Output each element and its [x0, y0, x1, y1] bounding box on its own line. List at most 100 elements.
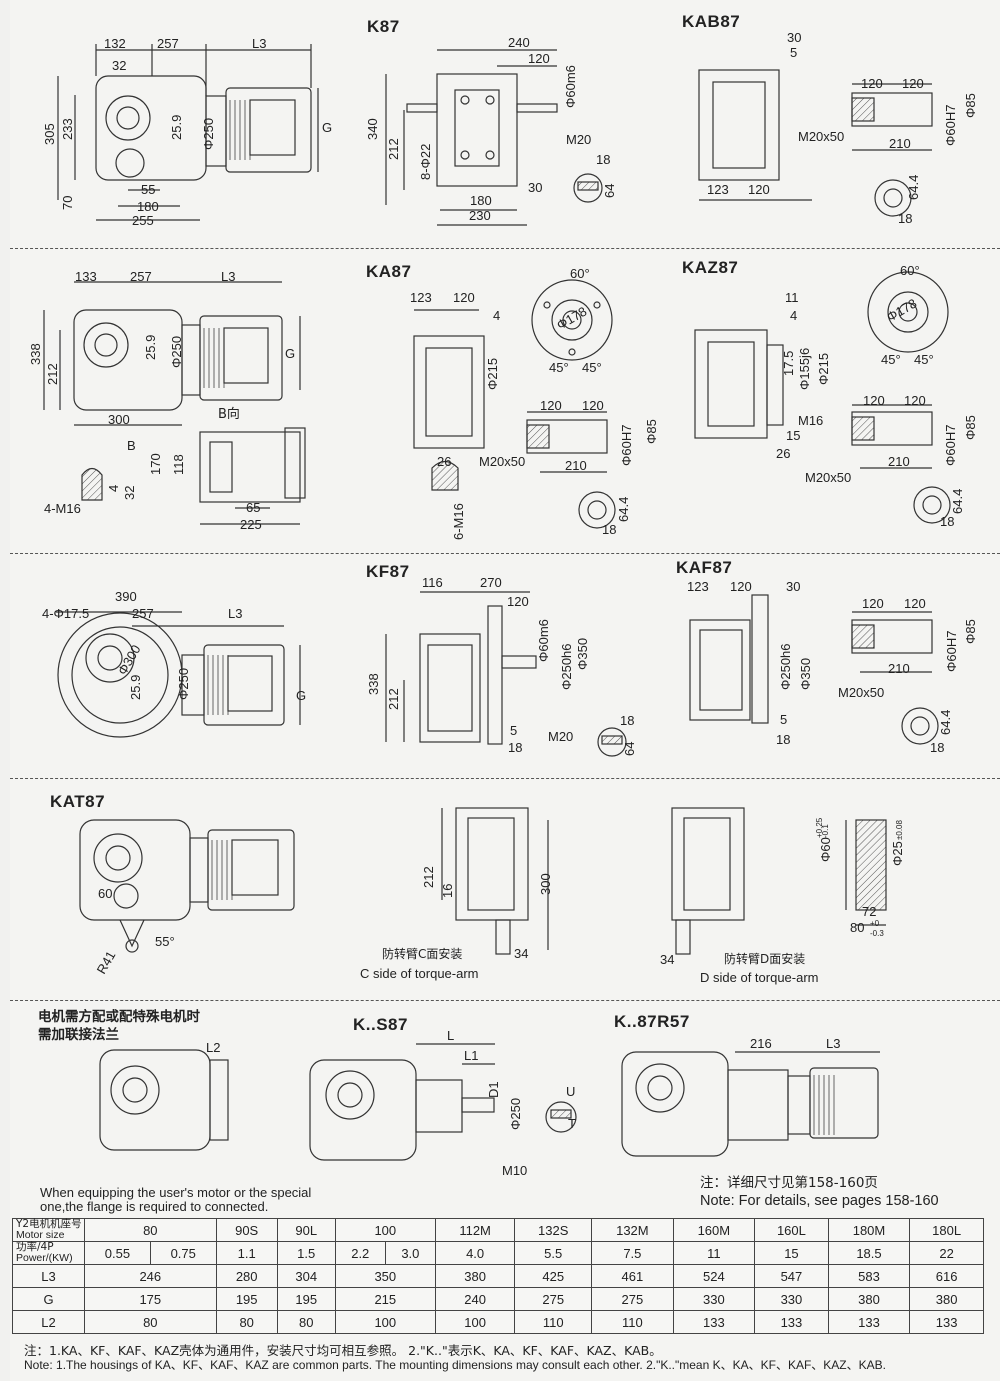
- title-kat87: KAT87: [50, 792, 106, 811]
- dim-kaf87: 123: [687, 579, 709, 594]
- caption-d-side-en: D side of torque-arm: [700, 970, 819, 985]
- dim-k87-front: 180: [470, 193, 492, 208]
- ka87-b-view: [199, 431, 301, 503]
- dim-ka87-side: 123: [410, 290, 432, 305]
- table-cell: 15: [754, 1241, 829, 1265]
- k87r57-motor: [809, 1067, 879, 1139]
- section-divider: [10, 553, 1000, 554]
- dim-kat87: 34: [660, 952, 674, 967]
- title-k87r57: K..87R57: [614, 1012, 690, 1031]
- flange-note-cn-2: 需加联接法兰: [38, 1027, 119, 1043]
- dim-kf87-front: M20: [548, 729, 573, 744]
- dim-kat87: 300: [538, 873, 553, 895]
- title-kab87: KAB87: [682, 12, 741, 31]
- dim-k87: G: [322, 120, 332, 135]
- dim-kaz87: M16: [798, 413, 823, 428]
- dim-ka87: L3: [221, 269, 235, 284]
- dim-kat87-tol: +0: [870, 919, 880, 928]
- dim-ka87-side: 45°: [549, 360, 569, 375]
- title-kf87: KF87: [366, 562, 410, 581]
- dim-kat87: 16: [440, 884, 455, 898]
- dim-ka87-side: Φ60H7: [619, 425, 634, 466]
- dim-ka87: 4-M16: [44, 501, 81, 516]
- dim-kf87: 25.9: [128, 675, 143, 700]
- table-cell: 133: [672, 1310, 756, 1334]
- caption-d-side-cn: 防转臂D面安装: [724, 952, 806, 966]
- flange-note-en-1: When equipping the user's motor or the s…: [40, 1185, 312, 1200]
- dim-kaf87: 18: [930, 740, 944, 755]
- section-divider: [10, 248, 1000, 249]
- k87-front-housing: [436, 73, 518, 187]
- table-cell: 160L: [754, 1218, 829, 1242]
- table-row-l2: L2 80 80 80 100 100 110 110 133 133 133 …: [12, 1310, 984, 1334]
- table-cell: 380: [909, 1287, 984, 1311]
- dim-kaz87: 60°: [900, 263, 920, 278]
- dim-k87-front: 8-Φ22: [418, 144, 433, 180]
- table-cell: 246: [84, 1264, 217, 1288]
- kf87-motor: [203, 644, 285, 726]
- table-cell: 110: [591, 1310, 674, 1334]
- table-cell: 18.5: [827, 1241, 911, 1265]
- kf87-front-housing: [419, 633, 481, 743]
- dim-kat87: 80: [850, 920, 864, 935]
- table-row-g: G 175 195 195 215 240 275 275 330 330 38…: [12, 1287, 984, 1311]
- dim-k87-front: 120: [528, 51, 550, 66]
- dim-kaz87: 64.4: [950, 489, 965, 514]
- dim-ka87-side: 4: [493, 308, 500, 323]
- dim-kat87: 60: [98, 886, 112, 901]
- kat87-torque-arm: [855, 819, 887, 911]
- dim-ka87-side: Φ85: [644, 419, 659, 444]
- dim-ka87: 257: [130, 269, 152, 284]
- table-cell: 547: [754, 1264, 829, 1288]
- dim-k87: 257: [157, 36, 179, 51]
- kat87-motor: [207, 829, 295, 911]
- dim-k87-front: 30: [528, 180, 542, 195]
- table-cell: 100: [334, 1218, 436, 1242]
- table-cell: 0.55: [84, 1241, 151, 1265]
- dim-kat87-tol: +0.25: [815, 817, 824, 838]
- table-cell: 80: [276, 1310, 336, 1334]
- dim-kf87-front: 18: [620, 713, 634, 728]
- dim-kab87: 120: [902, 76, 924, 91]
- kaf87-housing: [689, 619, 751, 721]
- dim-kat87: 55°: [155, 934, 175, 949]
- title-kaz87: KAZ87: [682, 258, 739, 277]
- dim-kat87: Φ60: [818, 837, 833, 862]
- dim-ka87-side: 210: [565, 458, 587, 473]
- dim-kab87: 123: [707, 182, 729, 197]
- k87r57-housing: [621, 1051, 729, 1157]
- dim-ka87: 212: [45, 363, 60, 385]
- table-cell: 100: [334, 1310, 436, 1334]
- table-cell: 350: [334, 1264, 436, 1288]
- dim-kat87: 212: [421, 866, 436, 888]
- kaz87-flange: [867, 271, 949, 353]
- title-ks87: K..S87: [353, 1015, 408, 1034]
- dim-kat87-tol: ±0.08: [895, 819, 904, 840]
- table-cell: 524: [672, 1264, 756, 1288]
- dim-kf87: Φ250: [176, 668, 191, 700]
- table-cell: 180M: [827, 1218, 911, 1242]
- kat87-housing: [79, 819, 191, 921]
- table-cell: 80: [84, 1310, 217, 1334]
- dim-kaz87: 11: [785, 290, 799, 305]
- dim-kaf87: Φ250h6: [778, 643, 793, 690]
- dim-kf87-front: Φ250h6: [559, 643, 574, 690]
- kab87-housing: [698, 69, 780, 181]
- table-cell: 280: [215, 1264, 278, 1288]
- dim-kf87-front: 64: [622, 742, 637, 756]
- table-cell: 2.2: [334, 1241, 386, 1265]
- table-cell: 380: [827, 1287, 911, 1311]
- table-cell: 80: [215, 1310, 278, 1334]
- table-cell: 7.5: [591, 1241, 674, 1265]
- dim-kaz87: 18: [940, 514, 954, 529]
- table-cell: 133: [827, 1310, 911, 1334]
- table-cell: 4.0: [434, 1241, 516, 1265]
- dim-kaz87: 26: [776, 446, 790, 461]
- dim-kf87-front: Φ350: [575, 638, 590, 670]
- dim-ka87: G: [285, 346, 295, 361]
- dim-kaf87: 210: [888, 661, 910, 676]
- table-cell: 100: [434, 1310, 516, 1334]
- kaz87-housing: [694, 329, 768, 439]
